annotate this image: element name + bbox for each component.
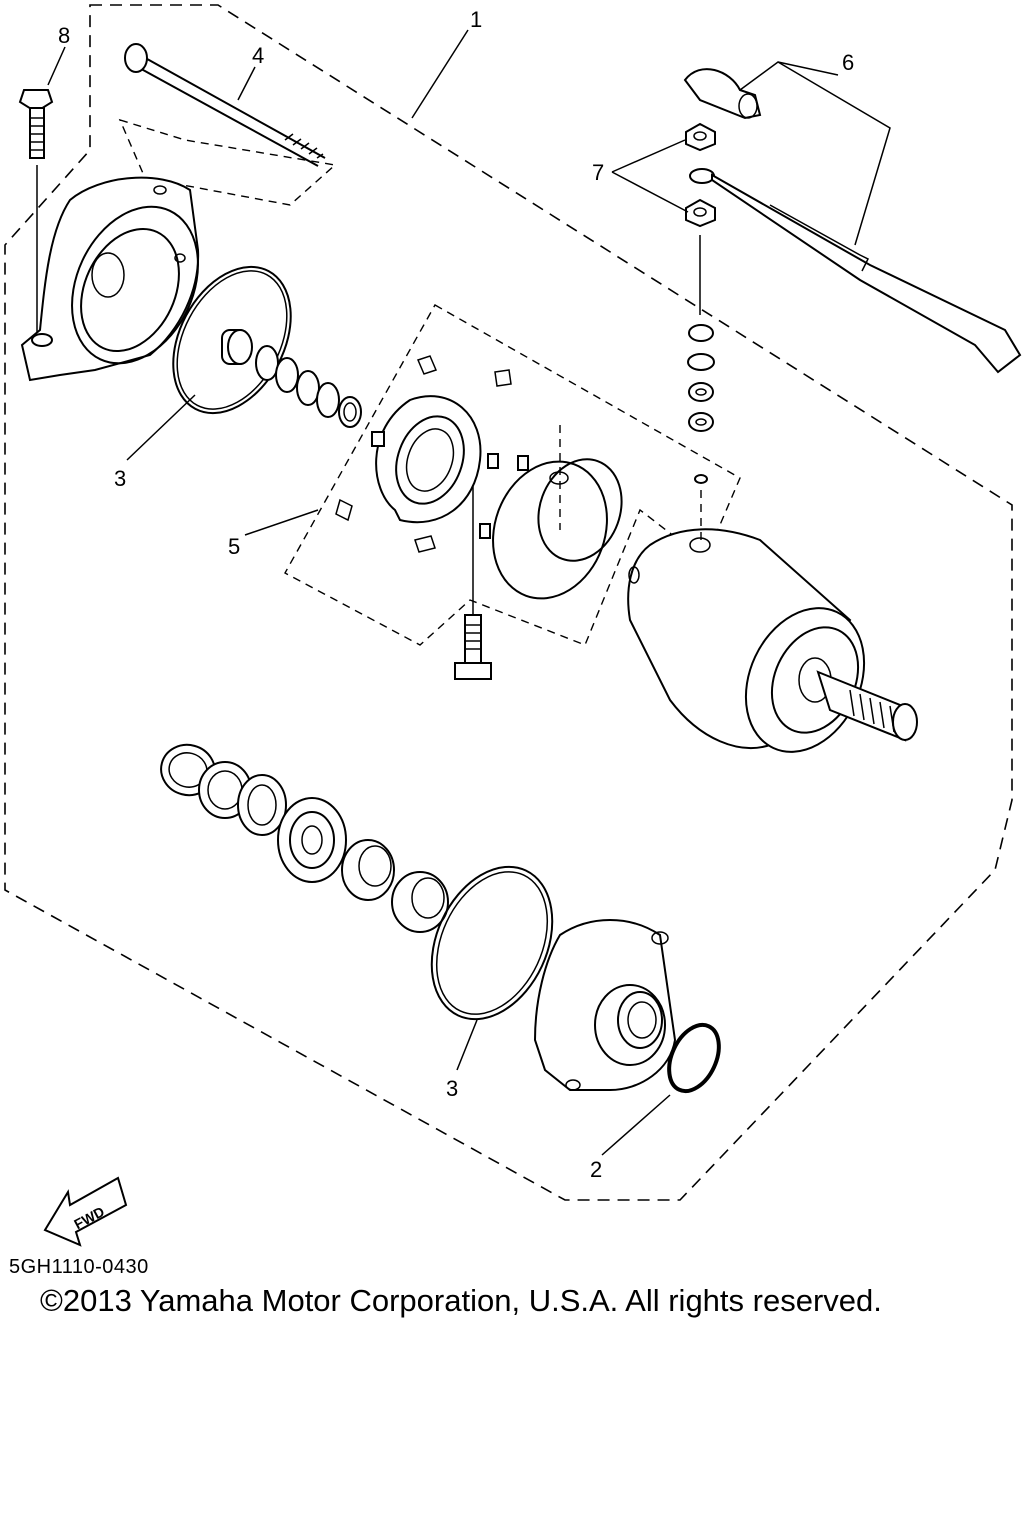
terminal-nuts	[685, 122, 716, 228]
rear-cover	[533, 919, 677, 1091]
callout-7: 7	[592, 160, 604, 185]
callout-3-lower: 3	[446, 1076, 458, 1101]
fwd-arrow-icon: FWD	[43, 1176, 128, 1247]
callout-2: 2	[590, 1157, 602, 1182]
callout-4: 4	[252, 43, 264, 68]
callout-8: 8	[58, 23, 70, 48]
front-cover	[20, 176, 200, 382]
callout-3-upper: 3	[114, 466, 126, 491]
brush-assembly-boundary	[284, 304, 741, 646]
callout-1: 1	[470, 7, 482, 32]
terminal-washers	[687, 235, 715, 545]
motor-body	[627, 528, 918, 753]
brush-plate	[335, 355, 529, 553]
diagram-code: 5GH1110-0430	[9, 1256, 149, 1278]
copyright-notice: ©2013 Yamaha Motor Corporation, U.S.A. A…	[40, 1283, 882, 1318]
through-bolt	[124, 43, 326, 167]
callout-5: 5	[228, 534, 240, 559]
lower-washers-bearings	[160, 743, 449, 933]
yoke-ring	[492, 425, 623, 600]
callout-leaders	[47, 29, 891, 1156]
mounting-screw	[18, 89, 54, 340]
assembly-boundary	[4, 4, 1013, 1201]
upper-washers	[221, 329, 362, 428]
callout-6: 6	[842, 50, 854, 75]
o-ring-part-2	[667, 1022, 721, 1094]
o-ring-lower	[430, 865, 554, 1021]
lead-wire	[683, 68, 1022, 374]
brush-bolt	[454, 485, 492, 680]
through-bolt-box	[118, 118, 337, 206]
